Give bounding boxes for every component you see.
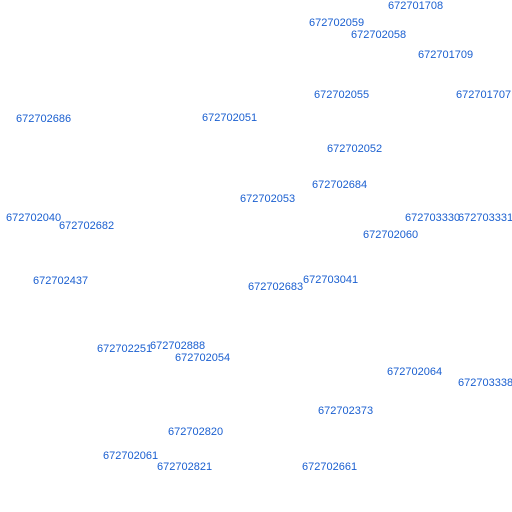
parcel-label[interactable]: 672702061 xyxy=(103,450,159,462)
parcel-label[interactable]: 672702040 xyxy=(6,212,62,224)
parcel-label[interactable]: 672702054 xyxy=(175,352,231,364)
parcel-label[interactable]: 672702820 xyxy=(168,426,224,438)
parcel-label[interactable]: 672701707 xyxy=(456,89,512,101)
parcel-label[interactable]: 672702059 xyxy=(309,17,365,29)
parcel-label[interactable]: 672702437 xyxy=(33,275,89,287)
parcel-label[interactable]: 672702055 xyxy=(314,89,370,101)
parcel-label[interactable]: 672702053 xyxy=(240,193,296,205)
parcel-label[interactable]: 672702821 xyxy=(157,461,213,473)
parcel-label[interactable]: 672703338 xyxy=(458,377,512,389)
parcel-label[interactable]: 672702058 xyxy=(351,29,407,41)
parcel-label[interactable]: 672701709 xyxy=(418,49,474,61)
parcel-label[interactable]: 672702682 xyxy=(59,220,115,232)
parcel-label[interactable]: 672701708 xyxy=(388,0,444,12)
parcel-label[interactable]: 672702064 xyxy=(387,366,443,378)
parcel-label[interactable]: 672703330 xyxy=(405,212,461,224)
parcel-label[interactable]: 672702051 xyxy=(202,112,258,124)
parcel-label[interactable]: 672702052 xyxy=(327,143,383,155)
parcel-label[interactable]: 672702684 xyxy=(312,179,368,191)
parcel-label[interactable]: 672702373 xyxy=(318,405,374,417)
parcel-label[interactable]: 672703331 xyxy=(458,212,512,224)
parcel-label[interactable]: 672702060 xyxy=(363,229,419,241)
parcel-label[interactable]: 672702661 xyxy=(302,461,358,473)
parcel-label[interactable]: 672702888 xyxy=(150,340,206,352)
parcel-label[interactable]: 672702686 xyxy=(16,113,72,125)
parcel-label[interactable]: 672702683 xyxy=(248,281,304,293)
parcel-label[interactable]: 672703041 xyxy=(303,274,359,286)
parcel-label[interactable]: 672702251 xyxy=(97,343,153,355)
